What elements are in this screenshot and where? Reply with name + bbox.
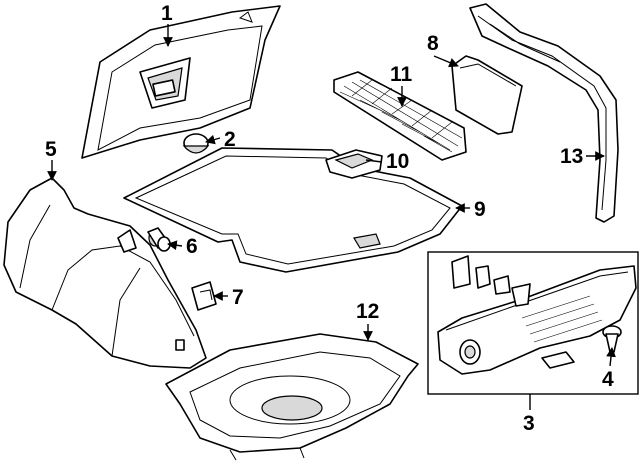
- part-11-cargo-net: [333, 71, 467, 161]
- callout-4: 4: [602, 368, 614, 391]
- callout-7: 7: [232, 286, 244, 309]
- callout-5: 5: [45, 138, 57, 161]
- part-3-group-box: [427, 251, 639, 395]
- part-7-clip: [191, 281, 217, 311]
- callout-12: 12: [356, 300, 379, 323]
- part-2-grommet: [182, 133, 210, 154]
- callout-6: 6: [186, 235, 198, 258]
- part-13-opening-trim: [469, 3, 619, 223]
- callout-10: 10: [386, 150, 409, 173]
- part-5-quarter-trim-panel: [3, 177, 207, 369]
- callout-3: 3: [523, 412, 535, 435]
- callout-2: 2: [224, 128, 236, 151]
- callout-13: 13: [560, 145, 583, 168]
- part-6-bumper: [147, 227, 171, 252]
- part-10-tray: [325, 149, 383, 179]
- callout-labels: 1 2 3 4 5 6 7 8 9 10 11 12 13: [45, 2, 614, 435]
- callout-8: 8: [427, 32, 439, 55]
- leader-lines: [47, 24, 616, 410]
- part-8-cover-panel: [451, 55, 523, 135]
- part-12-spare-well-liner: [165, 333, 419, 461]
- callout-1: 1: [161, 2, 173, 25]
- callout-9: 9: [474, 198, 486, 221]
- part-1-rear-shelf-trim: [81, 5, 281, 159]
- part-9-trunk-floor-panel: [123, 147, 463, 273]
- callout-11: 11: [390, 63, 413, 86]
